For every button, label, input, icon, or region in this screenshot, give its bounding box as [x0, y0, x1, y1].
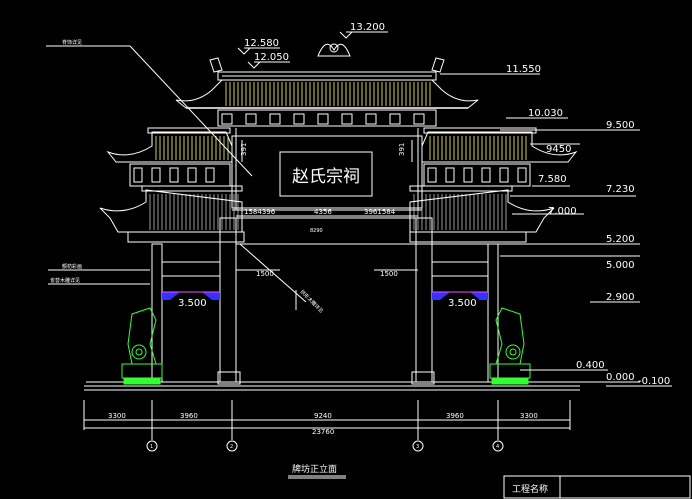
- note-beam-1: 额枋彩画: [62, 263, 82, 270]
- elev-9450: 9450: [546, 144, 571, 155]
- bracket: [413, 113, 425, 125]
- drawing-title: 牌坊正立面: [292, 463, 337, 475]
- note-ridge: 脊饰详见: [62, 39, 82, 46]
- dim-1500-right: 1500: [380, 270, 398, 278]
- drum-stone-right: [489, 307, 531, 385]
- title-block: [503, 475, 691, 499]
- axis-2: 2: [230, 444, 233, 450]
- side-roof-left-upper: [106, 127, 233, 187]
- side-roof-right-lower: [409, 185, 555, 243]
- axis-3: 3: [416, 444, 419, 450]
- bracket: [427, 167, 437, 183]
- dim-bottom-5: 3300: [520, 412, 538, 420]
- bracket: [151, 167, 161, 183]
- elev-2900: 2.900: [606, 292, 635, 303]
- main-roof: [175, 43, 479, 127]
- bracket: [269, 113, 281, 125]
- columns: [151, 217, 499, 385]
- elev-12050: 12.050: [254, 52, 289, 63]
- dim-bottom-4: 3960: [446, 412, 464, 420]
- bracket: [481, 167, 491, 183]
- leader-lines: [46, 45, 297, 310]
- inner-dimension-lines: [236, 140, 418, 271]
- axis-1: 1: [150, 444, 153, 450]
- elev-10030: 10.030: [528, 108, 563, 119]
- dim-vertical-right: 391: [398, 143, 406, 156]
- beam-brackets: [162, 291, 488, 300]
- central-panel: [231, 128, 423, 219]
- bracket: [221, 113, 233, 125]
- dim-upper-center: 4356: [314, 208, 332, 216]
- note-arch: 拱形木雕详见: [299, 288, 325, 314]
- dim-bottom-3: 9240: [314, 412, 332, 420]
- axis-4: 4: [496, 444, 499, 450]
- elev-m0100: -0.100: [638, 376, 670, 387]
- bracket: [293, 113, 305, 125]
- note-beam-2: 雀替木雕详见: [50, 277, 80, 284]
- bracket: [499, 167, 509, 183]
- drum-stone-left: [121, 307, 163, 385]
- dim-3500-left: 3.500: [178, 298, 207, 309]
- bottom-dimension-chain: [83, 400, 571, 440]
- bracket: [133, 167, 143, 183]
- dim-1500-left: 1500: [256, 270, 274, 278]
- dim-small-note: 8290: [310, 228, 323, 234]
- bracket: [517, 167, 527, 183]
- elev-7580: 7.580: [538, 174, 567, 185]
- elev-13200: 13.200: [350, 22, 385, 33]
- bracket: [205, 167, 215, 183]
- elev-12580: 12.580: [244, 38, 279, 49]
- side-roof-left-lower: [99, 185, 245, 243]
- elev-7000: 7.000: [548, 206, 577, 217]
- bracket: [389, 113, 401, 125]
- axis-bubbles: [146, 440, 504, 452]
- bracket: [463, 167, 473, 183]
- dim-bottom-1: 3300: [108, 412, 126, 420]
- bracket: [187, 167, 197, 183]
- elev-11550: 11.550: [506, 64, 541, 75]
- title-block-label: 工程名称: [512, 483, 548, 495]
- elev-0000: 0.000: [606, 372, 635, 383]
- dim-bottom-total: 23760: [312, 428, 334, 436]
- dim-upper-left: 1584396: [244, 208, 276, 216]
- elevation-labels: 13.200 12.580 12.050 11.550 10.030 9.500…: [244, 22, 670, 387]
- bracket: [169, 167, 179, 183]
- elev-0400: 0.400: [576, 360, 605, 371]
- bracket: [245, 113, 257, 125]
- bracket: [445, 167, 455, 183]
- elevation-markers: [237, 31, 672, 387]
- elev-7230: 7.230: [606, 184, 635, 195]
- elev-9500: 9.500: [606, 120, 635, 131]
- elev-5000: 5.000: [606, 260, 635, 271]
- dim-upper-right: 3961584: [364, 208, 396, 216]
- plaque-text: 赵氏宗祠: [292, 167, 360, 187]
- bracket: [341, 113, 353, 125]
- dim-vertical-left: 391: [240, 143, 248, 156]
- elev-5200: 5.200: [606, 234, 635, 245]
- dim-bottom-2: 3960: [180, 412, 198, 420]
- bracket: [365, 113, 377, 125]
- bracket: [317, 113, 329, 125]
- dim-3500-right: 3.500: [448, 298, 477, 309]
